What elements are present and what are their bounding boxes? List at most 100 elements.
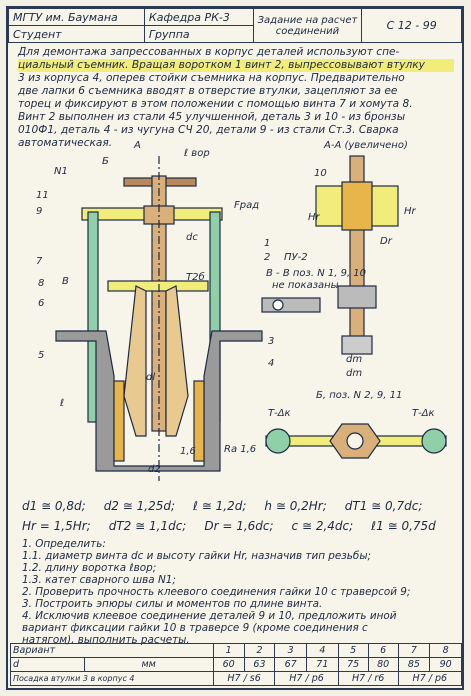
callout-7: 7 bbox=[36, 256, 43, 267]
intro-line: торец и фиксируют в этом положении с пом… bbox=[18, 98, 413, 110]
callout-1: 1 bbox=[264, 238, 270, 249]
variant-number: 3 bbox=[274, 643, 308, 658]
formula-c: c ≅ 2,4dc; bbox=[291, 519, 354, 533]
callout-2: 2 bbox=[264, 252, 270, 263]
vv-clamp bbox=[261, 297, 321, 313]
aa-dim-dr: Dr bbox=[380, 236, 393, 247]
d-value: 80 bbox=[367, 657, 399, 672]
aa-dim-10: 10 bbox=[314, 168, 327, 179]
vv-dim-dm2: dm bbox=[346, 368, 362, 379]
intro-line: автоматическая. bbox=[18, 137, 113, 149]
department-cell: Кафедра РК-3 bbox=[143, 8, 254, 26]
weld-left: Т-Δк bbox=[268, 408, 291, 419]
variant-header-row: Вариант 1 2 3 4 5 6 7 8 bbox=[10, 643, 462, 658]
callout-3: 3 bbox=[268, 336, 274, 347]
student-cell: Студент bbox=[8, 25, 145, 43]
callout-frad: Fрад bbox=[234, 200, 259, 211]
aa-dim-hr: Hr bbox=[308, 212, 321, 223]
section-vv-title: В - В поз. N 1, 9, 10 bbox=[266, 268, 366, 279]
callout-v: В bbox=[62, 276, 69, 287]
d-value: 85 bbox=[397, 657, 431, 672]
d-value: 67 bbox=[274, 657, 308, 672]
callout-a: А bbox=[133, 140, 141, 151]
intro-line: 010Ф1, деталь 4 - из чугуна СЧ 20, детал… bbox=[18, 124, 399, 136]
bushing-3-right bbox=[193, 380, 205, 462]
university-cell: МГТУ им. Баумана bbox=[8, 8, 145, 26]
b-right-post bbox=[421, 428, 447, 454]
formula-dt2: dT2 ≅ 1,1dc; bbox=[108, 519, 187, 533]
task-item: вариант фиксации гайки 10 в траверсе 9 (… bbox=[22, 622, 368, 634]
task-item: 4. Исключив клеевое соединение деталей 9… bbox=[22, 610, 397, 622]
d-unit: мм bbox=[83, 657, 214, 672]
clamp-8 bbox=[107, 280, 209, 292]
ratio-formulas: d1 ≅ 0,8d; d2 ≅ 1,25d; ℓ ≅ 1,2d; h ≅ 0,2… bbox=[22, 496, 452, 536]
callout-n1: N1 bbox=[54, 166, 68, 177]
title-block: МГТУ им. Баумана Кафедра РК-3 Задание на… bbox=[8, 8, 462, 43]
bushing-3-left bbox=[113, 380, 125, 462]
weld-right: Т-Δк bbox=[412, 408, 435, 419]
d-value: 71 bbox=[306, 657, 339, 672]
leg-right bbox=[165, 285, 189, 437]
intro-line: две лапки 6 съемника вводят в отверстие … bbox=[18, 85, 398, 97]
task-item: 1.3. катет сварного шва N1; bbox=[22, 574, 176, 586]
task-item: 2. Проверить прочность клеевого соединен… bbox=[22, 586, 411, 598]
group-cell: Группа bbox=[143, 25, 254, 43]
fit-value: H7 / p6 bbox=[274, 671, 339, 686]
task-description: Для демонтажа запрессованных в корпус де… bbox=[18, 46, 454, 150]
task-code: С 12 - 99 bbox=[361, 8, 462, 43]
task-item: 1.2. длину воротка ℓвор; bbox=[22, 562, 157, 574]
formula-row-1: d1 ≅ 0,8d; d2 ≅ 1,25d; ℓ ≅ 1,2d; h ≅ 0,2… bbox=[22, 496, 452, 516]
callout-dc: dc bbox=[186, 232, 198, 243]
callout-4: 4 bbox=[268, 358, 274, 369]
intro-line: Винт 2 выполнен из стали 45 улучшенной, … bbox=[18, 111, 406, 123]
variant-fit-row: Посадка втулки 3 в корпус 4 H7 / s6 H7 /… bbox=[10, 671, 463, 686]
roughness-1-6: 1,6 bbox=[180, 446, 196, 457]
task-list: 1. Определить: 1.1. диаметр винта dc и в… bbox=[22, 538, 454, 646]
task-item: 3. Построить эпюры силы и моментов по дл… bbox=[22, 598, 323, 610]
formula-d2: d2 ≅ 1,25d; bbox=[103, 499, 176, 513]
left-post bbox=[87, 211, 99, 423]
variant-number: 5 bbox=[337, 643, 369, 658]
variant-d-row: d мм 60 63 67 71 75 80 85 90 bbox=[10, 657, 462, 672]
aa-foot bbox=[341, 335, 373, 355]
variant-number: 4 bbox=[306, 643, 339, 658]
fit-label: Посадка втулки 3 в корпус 4 bbox=[10, 671, 214, 686]
dim-l: ℓ bbox=[60, 398, 64, 409]
formula-hr: Hr = 1,5Hr; bbox=[22, 519, 91, 533]
section-vv-note: не показаны bbox=[272, 280, 339, 291]
d-value: 75 bbox=[337, 657, 369, 672]
d-label: d bbox=[10, 657, 85, 672]
formula-l1: ℓ1 ≅ 0,75d bbox=[371, 519, 436, 533]
callout-11: 11 bbox=[36, 190, 49, 201]
callout-pu2: ПУ-2 bbox=[284, 252, 308, 263]
leg-left bbox=[123, 285, 147, 437]
section-aa-title: А-А (увеличено) bbox=[323, 140, 408, 151]
callout-9: 9 bbox=[36, 206, 42, 217]
variant-number: 8 bbox=[429, 643, 462, 658]
intro-line: циальный съемник. Вращая воротком 1 винт… bbox=[18, 59, 454, 72]
dim-d1: dl bbox=[146, 372, 155, 383]
callout-b: Б bbox=[102, 156, 109, 167]
d-value: 63 bbox=[243, 657, 276, 672]
aa-nut bbox=[341, 181, 373, 231]
formula-h: h ≅ 0,2Hr; bbox=[264, 499, 327, 513]
d-value: 90 bbox=[429, 657, 462, 672]
formula-dr: Dr = 1,6dc; bbox=[204, 519, 274, 533]
puller-drawing: 11 N1 Б А ℓ вор Fрад 9 dc 1 2 ПУ-2 7 В 8… bbox=[36, 140, 447, 481]
aa-nut-lower bbox=[337, 285, 377, 309]
variant-number: 6 bbox=[367, 643, 399, 658]
callout-lvor: ℓ вор bbox=[184, 148, 210, 159]
formula-d1: d1 ≅ 0,8d; bbox=[22, 499, 86, 513]
variant-label: Вариант bbox=[10, 643, 214, 658]
vv-dim-dm: dm bbox=[346, 354, 362, 365]
fit-value: H7 / r6 bbox=[337, 671, 399, 686]
b-left-post bbox=[265, 428, 291, 454]
task-item: 1.1. диаметр винта dc и высоту гайки Hr,… bbox=[22, 550, 372, 562]
dim-d2: d2 bbox=[148, 464, 161, 475]
formula-row-2: Hr = 1,5Hr; dT2 ≅ 1,1dc; Dr = 1,6dc; c ≅… bbox=[22, 516, 452, 536]
intro-line: 3 из корпуса 4, оперев стойки съемника н… bbox=[18, 72, 405, 84]
aa-dim-hr2: Hr bbox=[404, 206, 417, 217]
task-title-cell: Задание на расчет соединений bbox=[252, 8, 363, 43]
variant-number: 2 bbox=[243, 643, 276, 658]
formula-l: ℓ ≅ 1,2d; bbox=[193, 499, 247, 513]
